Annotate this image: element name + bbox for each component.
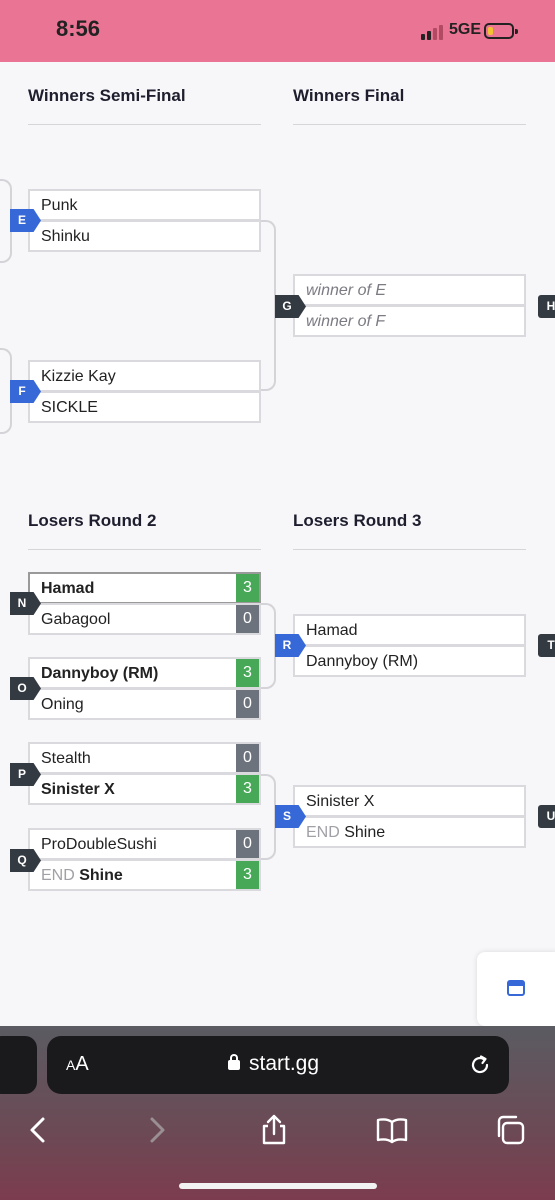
score: 0 — [236, 605, 259, 633]
match-tag[interactable]: O — [10, 677, 41, 700]
match-slot[interactable]: Gabagool 0 — [28, 603, 261, 635]
bracket-view-button[interactable] — [477, 952, 555, 1026]
match-slot[interactable]: Oning 0 — [28, 688, 261, 720]
status-bar: 8:56 5GE — [0, 0, 555, 62]
round-title-winners-semi-final: Winners Semi-Final — [28, 86, 186, 105]
round-divider — [293, 124, 526, 125]
url-text: start.gg — [249, 1052, 320, 1075]
match-slot[interactable]: Sinister X 3 — [28, 773, 261, 805]
score: 0 — [236, 690, 259, 718]
match-slot[interactable]: winner of E — [293, 274, 526, 306]
round-divider — [28, 549, 261, 550]
network-type: 5GE — [449, 21, 482, 38]
match-slot[interactable]: SICKLE — [28, 391, 261, 423]
signal-icon — [421, 24, 445, 40]
player-name: Gabagool — [41, 611, 111, 628]
score: 3 — [236, 861, 259, 889]
back-icon[interactable] — [22, 1114, 54, 1146]
share-icon[interactable] — [258, 1114, 290, 1146]
match-tag[interactable]: P — [10, 763, 41, 786]
player-name: Hamad — [306, 622, 358, 639]
player-name: Hamad — [41, 580, 95, 597]
match-slot[interactable]: Sinister X — [293, 785, 526, 817]
round-title-winners-final: Winners Final — [293, 86, 405, 105]
round-title-losers-round-3: Losers Round 3 — [293, 511, 422, 530]
match-slot[interactable]: winner of F — [293, 305, 526, 337]
round-title-losers-round-2: Losers Round 2 — [28, 511, 157, 530]
player-name: Sinister X — [41, 781, 115, 798]
match-tag[interactable]: G — [275, 295, 306, 318]
player-name: Sinister X — [306, 793, 375, 810]
match-tag[interactable]: E — [10, 209, 41, 232]
text-size-button[interactable]: AA — [66, 1053, 89, 1075]
home-indicator — [179, 1183, 377, 1189]
match-tag[interactable]: N — [10, 592, 41, 615]
reload-icon[interactable] — [468, 1053, 492, 1077]
player-name: winner of E — [306, 282, 387, 299]
sponsor-prefix: END — [41, 867, 75, 884]
bracket-connector — [260, 774, 276, 860]
score: 3 — [236, 659, 259, 687]
bracket-connector — [260, 220, 276, 391]
player-name: Shine — [79, 867, 123, 884]
lock-icon — [228, 1054, 240, 1070]
bracket-view-icon — [507, 980, 525, 996]
status-time: 8:56 — [56, 16, 101, 41]
match-slot[interactable]: Hamad 3 — [28, 572, 261, 604]
browser-toolbar: AA start.gg — [0, 1026, 555, 1200]
match-slot[interactable]: Kizzie Kay — [28, 360, 261, 392]
player-name: SICKLE — [41, 399, 98, 416]
match-slot[interactable]: Dannyboy (RM) 3 — [28, 657, 261, 689]
match-slot[interactable]: Stealth 0 — [28, 742, 261, 774]
score: 0 — [236, 830, 259, 858]
match-slot[interactable]: Punk — [28, 189, 261, 221]
match-slot[interactable]: Hamad — [293, 614, 526, 646]
player-name: ProDoubleSushi — [41, 836, 157, 853]
player-name-line: END Shine — [306, 824, 385, 842]
player-name: Shine — [344, 824, 386, 841]
match-slot[interactable]: Shinku — [28, 220, 261, 252]
match-slot[interactable]: END Shine — [293, 816, 526, 848]
round-divider — [28, 124, 261, 125]
round-divider — [293, 549, 526, 550]
bookmarks-icon[interactable] — [376, 1114, 408, 1146]
score: 3 — [236, 574, 259, 602]
player-name: Kizzie Kay — [41, 368, 116, 385]
match-tag[interactable]: H — [538, 295, 555, 318]
bracket-connector — [260, 603, 276, 689]
player-name: Punk — [41, 197, 78, 214]
tabs-icon[interactable] — [494, 1114, 526, 1146]
player-name: Dannyboy (RM) — [41, 665, 159, 682]
score: 3 — [236, 775, 259, 803]
player-name: Dannyboy (RM) — [306, 653, 419, 670]
sponsor-prefix: END — [306, 824, 340, 841]
match-slot[interactable]: Dannyboy (RM) — [293, 645, 526, 677]
player-name: Oning — [41, 696, 84, 713]
match-slot[interactable]: ProDoubleSushi 0 — [28, 828, 261, 860]
player-name-line: END Shine — [41, 867, 123, 885]
forward-icon[interactable] — [141, 1114, 173, 1146]
battery-icon — [484, 23, 518, 39]
player-name: winner of F — [306, 313, 386, 330]
player-name: Shinku — [41, 228, 90, 245]
match-tag[interactable]: F — [10, 380, 41, 403]
match-tag[interactable]: Q — [10, 849, 41, 872]
address-bar[interactable]: AA start.gg — [47, 1036, 509, 1094]
match-tag[interactable]: R — [275, 634, 306, 657]
player-name: Stealth — [41, 750, 91, 767]
score: 0 — [236, 744, 259, 772]
previous-tab[interactable] — [0, 1036, 37, 1094]
match-tag[interactable]: T — [538, 634, 555, 657]
match-tag[interactable]: U — [538, 805, 555, 828]
match-tag[interactable]: S — [275, 805, 306, 828]
match-slot[interactable]: END Shine 3 — [28, 859, 261, 891]
